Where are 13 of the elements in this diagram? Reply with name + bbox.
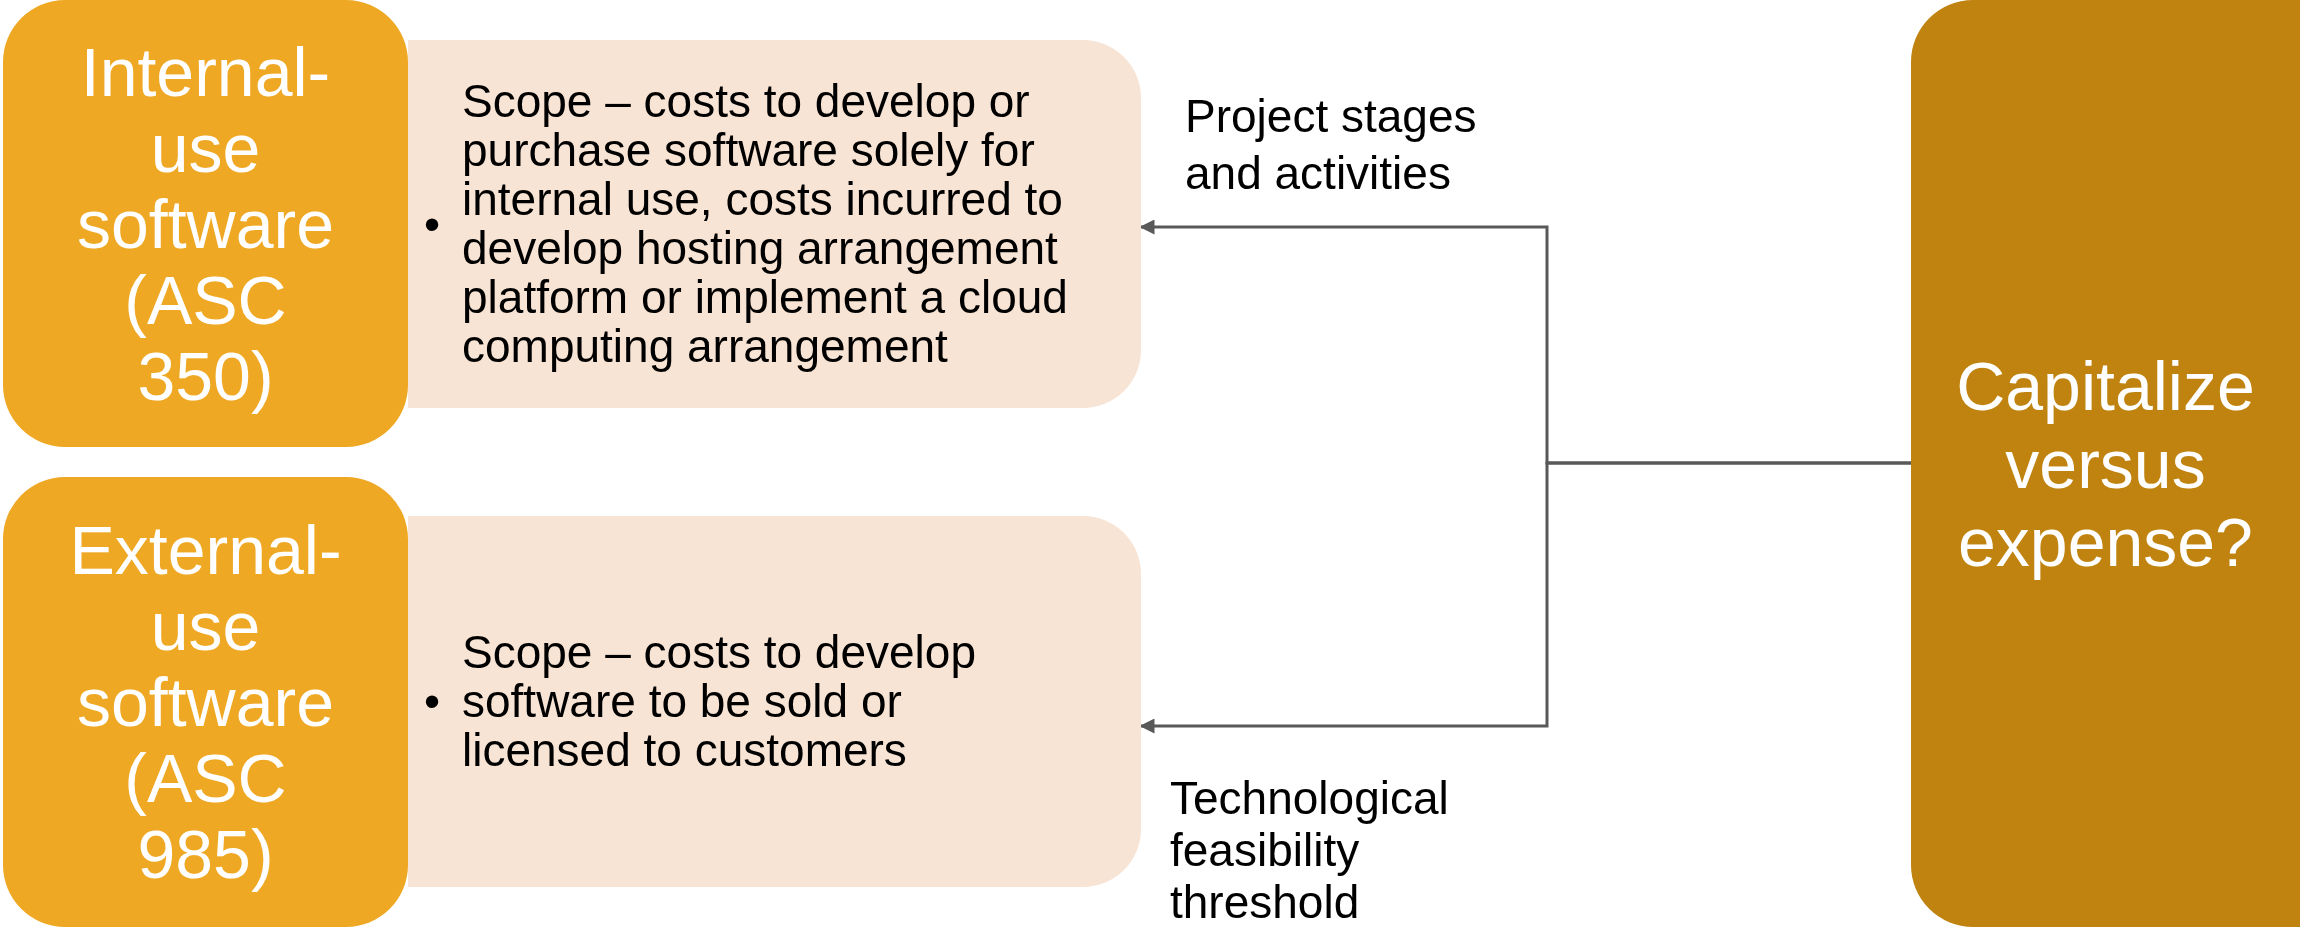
category-box <box>3 0 408 447</box>
connector-arrow <box>1139 461 1911 734</box>
bullet-marker: • <box>424 199 442 249</box>
scope-box <box>408 40 1141 408</box>
category-title: External-use software (ASC 985) <box>68 512 343 892</box>
bullet-text: Scope – costs to develop or purchase software solely for internal use, costs incurred to develop hosting arrangement platform or implement a cloud computing arrangement <box>462 77 1069 371</box>
question-text: Capitalize versus expense? <box>1955 346 2256 581</box>
category-box <box>3 477 408 927</box>
scope-box <box>408 516 1141 887</box>
question-box <box>1911 0 2300 927</box>
bullet-marker: • <box>424 677 442 726</box>
category-title: Internal-use software (ASC 350) <box>76 33 335 414</box>
bullet-text: Scope – costs to develop software to be sold or licensed to customers <box>462 628 977 775</box>
